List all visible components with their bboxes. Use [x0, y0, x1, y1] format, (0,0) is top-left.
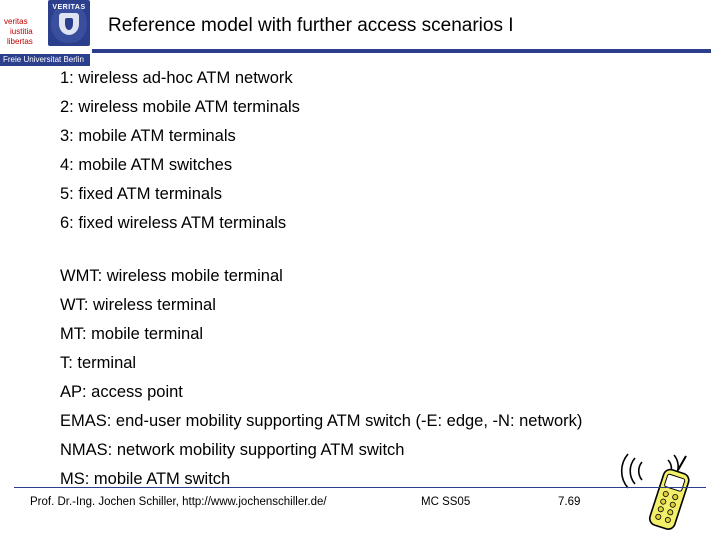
university-name-bar: Freie Universitat Berlin — [0, 54, 90, 66]
abbreviation-item: EMAS: end-user mobility supporting ATM s… — [60, 412, 583, 430]
abbreviation-item: WT: wireless terminal — [60, 296, 216, 314]
title-divider — [92, 49, 711, 53]
page-title: Reference model with further access scen… — [108, 15, 514, 36]
content-body: 1: wireless ad-hoc ATM network 2: wirele… — [60, 64, 700, 494]
abbreviation-item: MT: mobile terminal — [60, 325, 204, 343]
scenario-item: 5: fixed ATM terminals — [60, 185, 222, 203]
university-seal-icon: VERITAS — [48, 0, 90, 46]
abbreviation-item: WMT: wireless mobile terminal — [60, 267, 283, 285]
scenario-item: 6: fixed wireless ATM terminals — [60, 214, 287, 232]
footer-author: Prof. Dr.-Ing. Jochen Schiller, http://w… — [30, 496, 327, 508]
footer-divider — [14, 487, 706, 488]
slide-footer: Prof. Dr.-Ing. Jochen Schiller, http://w… — [0, 494, 720, 518]
section-spacer — [60, 238, 700, 262]
seal-emblem-icon — [59, 13, 79, 35]
footer-page-number: 7.69 — [558, 496, 581, 508]
scenario-item: 2: wireless mobile ATM terminals — [60, 98, 300, 116]
logo-motto-line-1: veritas — [4, 17, 28, 26]
university-name: Freie Universitat Berlin — [3, 55, 84, 64]
scenario-item: 4: mobile ATM switches — [60, 156, 233, 174]
seal-word: VERITAS — [52, 4, 86, 11]
university-logo: veritas iustitia libertas VERITAS Freie … — [0, 0, 90, 66]
footer-course: MC SS05 — [421, 496, 471, 508]
abbreviation-item: T: terminal — [60, 354, 137, 372]
logo-motto-line-2: iustitia — [10, 27, 33, 36]
mobile-phone-signal-icon — [620, 440, 710, 535]
abbreviation-item: MS: mobile ATM switch — [60, 470, 231, 488]
scenario-item: 1: wireless ad-hoc ATM network — [60, 69, 293, 87]
abbreviation-item: AP: access point — [60, 383, 183, 401]
logo-motto-line-3: libertas — [7, 37, 33, 46]
abbreviation-item: NMAS: network mobility supporting ATM sw… — [60, 441, 405, 459]
scenario-item: 3: mobile ATM terminals — [60, 127, 236, 145]
logo-motto: veritas iustitia libertas — [4, 17, 50, 47]
